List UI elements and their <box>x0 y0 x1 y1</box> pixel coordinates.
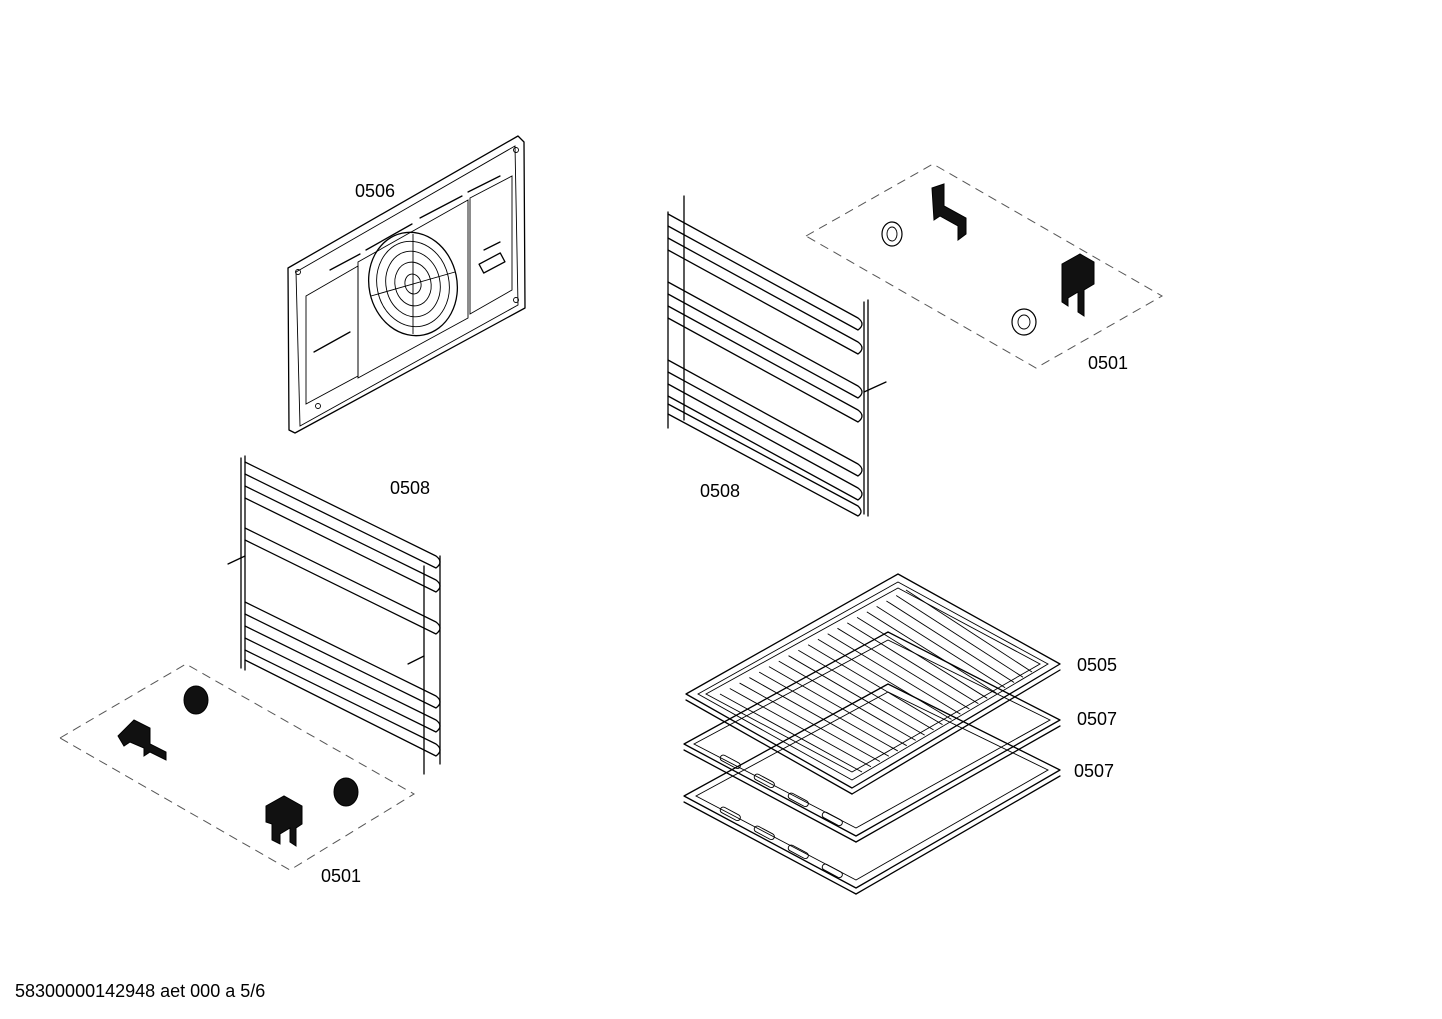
tray-slot <box>719 754 741 770</box>
rack-bar <box>749 677 890 757</box>
tray-slot <box>787 844 809 860</box>
rack-bar <box>768 666 907 747</box>
label-wire-rack: 0505 <box>1077 655 1118 675</box>
rack-bar <box>758 671 899 752</box>
rail-left-drawing <box>227 455 441 775</box>
tray-slot <box>719 806 741 822</box>
rack-bar <box>876 606 1006 689</box>
label-tray-upper: 0507 <box>1077 709 1118 729</box>
rack-bar <box>778 660 916 741</box>
label-rail-right: 0508 <box>700 481 741 501</box>
label-clips-top-right: 0501 <box>1088 353 1129 373</box>
rack-bar <box>807 644 943 726</box>
rack-bar <box>837 627 970 710</box>
tray-upper-drawing <box>683 631 1061 843</box>
clips-bottom-left-drawing <box>59 663 415 871</box>
label-rail-left: 0508 <box>390 478 431 498</box>
label-back-panel: 0506 <box>355 181 396 201</box>
label-tray-lower: 0507 <box>1074 761 1115 781</box>
tray-slot <box>821 863 843 879</box>
rack-bar <box>798 649 934 731</box>
rack-bar <box>866 611 997 694</box>
tray-slot <box>753 773 775 789</box>
rack-bar <box>847 622 979 704</box>
rack-bar <box>905 589 1033 673</box>
tray-slot <box>753 825 775 841</box>
rack-bar <box>739 682 881 762</box>
wire-rack-drawing <box>685 573 1061 795</box>
rack-bar <box>895 595 1024 678</box>
rack-bar <box>788 655 925 736</box>
back-panel-drawing <box>287 135 526 434</box>
rack-bar <box>729 688 872 768</box>
rail-right-drawing <box>667 195 887 517</box>
label-clips-bottom-left: 0501 <box>321 866 362 886</box>
tray-slot <box>787 792 809 808</box>
drawing-id: 58300000142948 aet 000 a 5/6 <box>15 981 266 1001</box>
rack-bar <box>719 693 863 773</box>
rack-bar <box>827 633 961 715</box>
rack-bar <box>817 638 952 720</box>
clips-top-right-drawing <box>804 163 1164 369</box>
rack-bar <box>856 616 988 699</box>
tray-slot <box>821 811 843 827</box>
tray-lower-drawing <box>683 683 1061 895</box>
rack-bar <box>886 600 1015 683</box>
